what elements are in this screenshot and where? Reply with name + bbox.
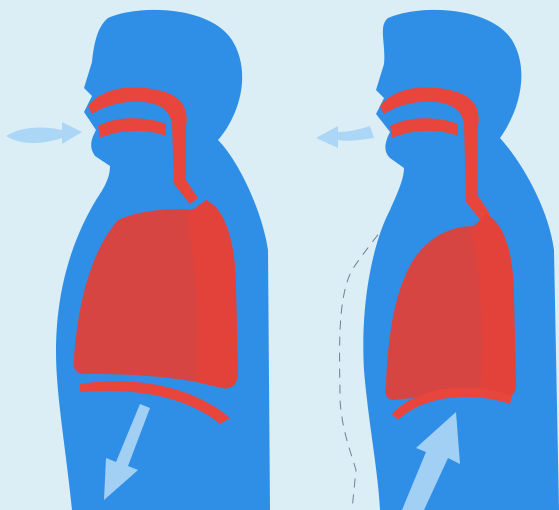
- figure-exhalation: [316, 10, 559, 510]
- figure-inhalation: [6, 10, 270, 510]
- arrow-right-icon: [6, 122, 82, 144]
- arrow-left-icon: [316, 126, 374, 148]
